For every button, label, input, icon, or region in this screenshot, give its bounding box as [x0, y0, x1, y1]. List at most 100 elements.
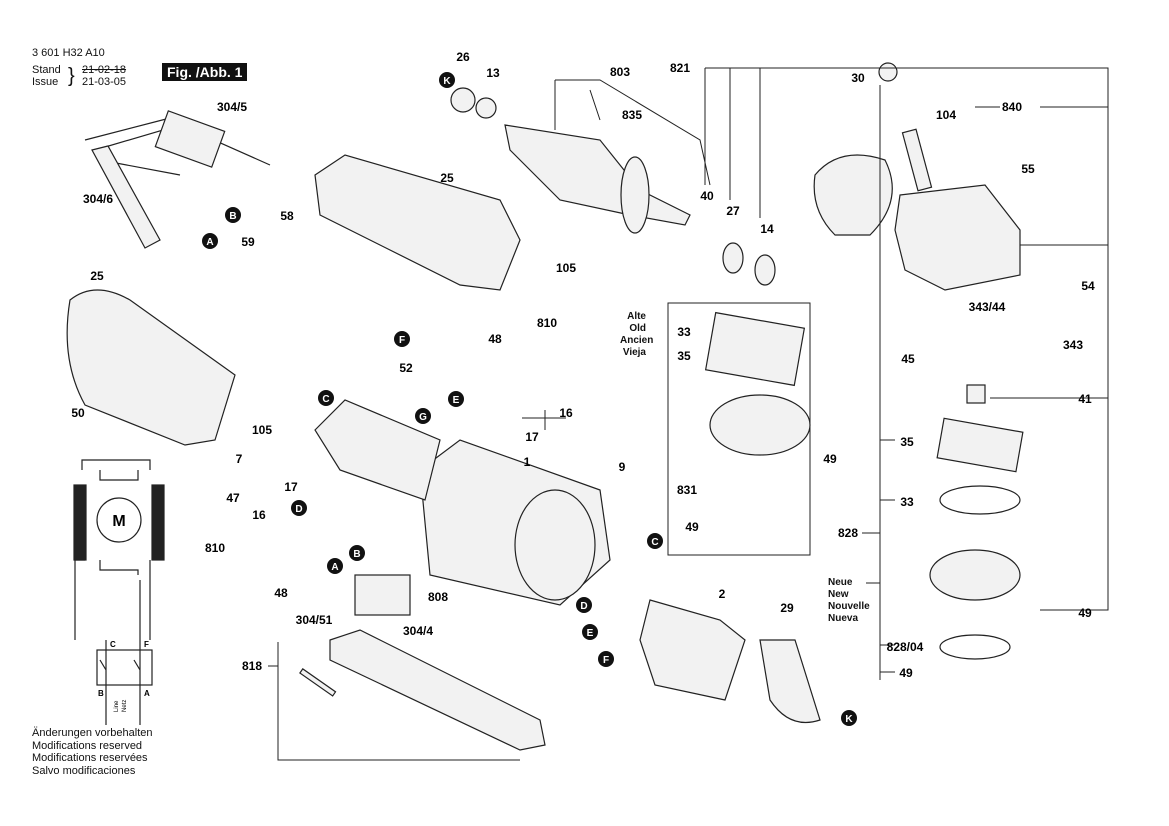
part-label-104: 104: [936, 108, 956, 122]
part-label-105: 105: [556, 261, 576, 275]
motor-symbol: M: [112, 513, 125, 530]
line-label: Line: [114, 700, 120, 712]
plug: [154, 110, 226, 168]
part-label-33: 33: [900, 495, 914, 509]
part-label-821: 821: [670, 61, 690, 75]
marker-letter: C: [651, 537, 658, 548]
part-label-17: 17: [284, 480, 298, 494]
marker-letter: D: [295, 504, 302, 515]
marker-letter: A: [206, 237, 213, 248]
part-label-49: 49: [685, 520, 699, 534]
housing-top-25: [314, 154, 521, 291]
marker-letter: K: [845, 714, 853, 725]
part-label-818: 818: [242, 659, 262, 673]
part-label-26: 26: [456, 50, 470, 64]
stator-2: [639, 599, 746, 701]
part-label-40: 40: [700, 189, 714, 203]
note-de: Änderungen vorbehalten: [32, 727, 153, 739]
connector-marker-k: K: [841, 710, 857, 726]
terminal-c: C: [110, 640, 116, 649]
marker-circle: [415, 408, 431, 424]
marker-circle: [327, 558, 343, 574]
marker-circle: [291, 500, 307, 516]
terminal-f: F: [144, 640, 149, 649]
part-label-30: 30: [851, 71, 865, 85]
connector-marker-a: A: [327, 558, 343, 574]
guard-30: [813, 154, 893, 236]
spindle-lock: [901, 128, 933, 192]
marker-circle: [439, 72, 455, 88]
part-label-835: 835: [622, 108, 642, 122]
part-label-16: 16: [559, 406, 573, 420]
part-label-7: 7: [236, 452, 243, 466]
old-de: Alte: [627, 311, 646, 322]
part-label-52: 52: [399, 361, 413, 375]
ring-828-04: [939, 634, 1011, 660]
issue-label: Issue: [32, 76, 59, 88]
part-label-304-4: 304/4: [403, 624, 433, 638]
part-label-304-5: 304/5: [217, 100, 247, 114]
bushing-41: [966, 384, 986, 404]
bearing-flange-old: [709, 394, 811, 456]
part-label-343-44: 343/44: [969, 300, 1006, 314]
part-label-304-51: 304/51: [296, 613, 333, 627]
part-label-45: 45: [901, 352, 915, 366]
housing-left-25: [66, 289, 236, 446]
part-label-27: 27: [726, 204, 740, 218]
motor-housing-opening: [514, 489, 596, 601]
part-label-105: 105: [252, 423, 272, 437]
netz-label: Netz: [122, 700, 128, 712]
marker-letter: B: [229, 211, 236, 222]
part-number: 3 601 H32 A10: [32, 47, 105, 59]
connector-marker-e: E: [448, 391, 464, 407]
terminal-a: A: [144, 689, 150, 698]
old-date: 21-02-18: [82, 64, 127, 76]
old-fr: Ancien: [620, 335, 654, 346]
marker-letter: K: [443, 76, 451, 87]
part-label-59: 59: [241, 235, 255, 249]
part-label-29: 29: [780, 601, 794, 615]
connector-marker-k: K: [439, 72, 455, 88]
part-label-48: 48: [274, 586, 288, 600]
part-label-49: 49: [899, 666, 913, 680]
marker-letter: B: [353, 549, 360, 560]
new-date: 21-03-05: [82, 76, 127, 88]
leader-lines: [268, 67, 1109, 761]
part-label-48: 48: [488, 332, 502, 346]
connector-marker-b: B: [349, 545, 365, 561]
marker-circle: [318, 390, 334, 406]
marker-letter: D: [580, 601, 587, 612]
part-label-840: 840: [1002, 100, 1022, 114]
marker-circle: [841, 710, 857, 726]
new-group-label: Neue New Nouvelle Nueva: [828, 577, 870, 625]
plate-35: [936, 417, 1024, 473]
part-label-25: 25: [90, 269, 104, 283]
gear-housing: [894, 184, 1021, 291]
marker-letter: E: [453, 395, 460, 406]
handle-cover-818: [329, 629, 546, 751]
bearing-14: [754, 254, 776, 286]
note-fr: Modifications reservées: [32, 752, 148, 764]
connector-marker-d: D: [291, 500, 307, 516]
marker-letter: F: [399, 335, 405, 346]
stand-label: Stand: [32, 64, 61, 76]
part-label-2: 2: [719, 587, 726, 601]
cord-sleeve: [91, 145, 161, 249]
marker-circle: [448, 391, 464, 407]
cap-840: [878, 62, 898, 82]
marker-circle: [647, 533, 663, 549]
marker-letter: C: [322, 394, 329, 405]
marker-circle: [225, 207, 241, 223]
switch-carrier: [314, 399, 441, 501]
marker-circle: [582, 624, 598, 640]
part-label-14: 14: [760, 222, 774, 236]
part-label-828-04: 828/04: [887, 640, 924, 654]
part-label-17: 17: [525, 430, 539, 444]
marker-circle: [349, 545, 365, 561]
part-label-49: 49: [1078, 606, 1092, 620]
old-en: Old: [629, 323, 646, 334]
connector-marker-b: B: [225, 207, 241, 223]
part-label-13: 13: [486, 66, 500, 80]
marker-circle: [394, 331, 410, 347]
